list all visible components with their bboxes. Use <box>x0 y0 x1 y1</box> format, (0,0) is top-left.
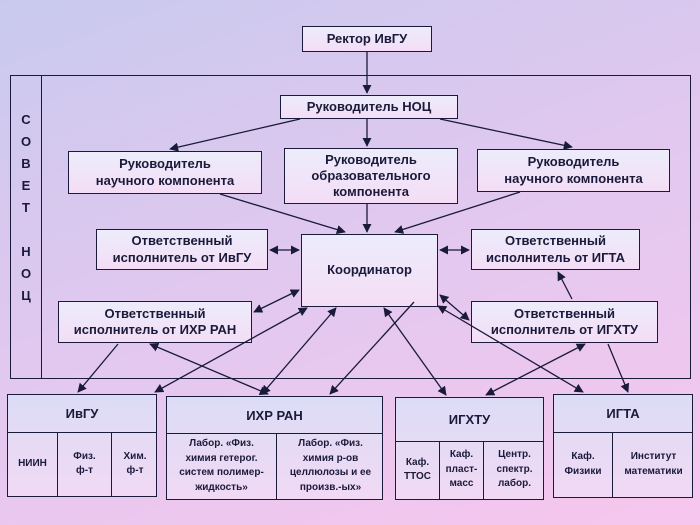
arrow <box>485 343 586 396</box>
arrow <box>437 305 584 393</box>
org-ivgu: ИвГУ НИИН Физ. ф-т Хим. ф-т <box>7 394 157 497</box>
org-igxtu-cell: Центр. спектр. лабор. <box>496 449 533 490</box>
resp-igta-label: Ответственный исполнитель от ИГТА <box>485 233 626 265</box>
arrow <box>607 343 630 393</box>
arrow <box>439 118 573 150</box>
resp-ivgu-box: Ответственный исполнитель от ИвГУ <box>96 229 268 270</box>
org-ivgu-title: ИвГУ <box>8 395 156 433</box>
org-igxtu: ИГХТУ Каф. ТТОС Каф. пласт- масс Центр. … <box>395 397 544 500</box>
arrow <box>253 289 300 313</box>
coordinator-label: Координатор <box>327 262 412 278</box>
org-ivgu-cell: Физ. ф-т <box>58 432 112 496</box>
org-ivgu-cell: НИИН <box>8 432 58 496</box>
org-igxtu-cell: Каф. ТТОС <box>396 441 440 499</box>
resp-igta-box: Ответственный исполнитель от ИГТА <box>471 229 640 270</box>
sovet-letter: С <box>21 112 31 127</box>
org-ihr-cell: Лабор. «Физ. химия гетерог. систем полим… <box>167 433 277 499</box>
org-igta-cell: Каф. Физики <box>554 432 613 497</box>
head-noc-label: Руководитель НОЦ <box>306 98 432 114</box>
sovet-letter: Т <box>22 200 30 215</box>
arrow <box>383 307 447 396</box>
edu-box: Руководитель образовательного компонента <box>284 148 458 204</box>
org-ihr-cell: Лабор. «Физ. химия р-ов целлюлозы и ее п… <box>289 438 372 493</box>
rector-label: Ректор ИвГУ <box>326 30 408 46</box>
org-igxtu-title: ИГХТУ <box>396 398 543 442</box>
arrow <box>329 301 415 395</box>
sovet-letter: В <box>21 156 31 171</box>
arrow <box>557 271 573 300</box>
arrow <box>219 193 346 234</box>
org-igta: ИГТА Каф. Физики Институт математики <box>553 394 693 498</box>
sovet-letter: О <box>20 134 32 149</box>
org-ihr-title: ИХР РАН <box>167 397 382 434</box>
arrow <box>77 343 119 393</box>
org-igxtu-cell: Каф. пласт- масс <box>440 441 484 499</box>
sci-right-label: Руководитель научного компонента <box>504 154 643 186</box>
org-ivgu-cell: Хим. ф-т <box>123 450 147 477</box>
sci-right-box: Руководитель научного компонента <box>477 149 670 192</box>
sci-left-box: Руководитель научного компонента <box>68 151 262 194</box>
arrow <box>154 307 308 393</box>
arrow <box>149 343 269 395</box>
org-igta-cell: Институт математики <box>624 451 683 477</box>
rector-box: Ректор ИвГУ <box>302 26 432 52</box>
sovet-letter: О <box>20 266 32 281</box>
head-noc-box: Руководитель НОЦ <box>280 95 458 119</box>
org-ihr: ИХР РАН Лабор. «Физ. химия гетерог. сист… <box>166 396 383 500</box>
sci-left-label: Руководитель научного компонента <box>95 156 235 188</box>
sovet-letter: Е <box>21 178 31 193</box>
arrow <box>394 191 521 234</box>
sovet-column <box>10 75 42 379</box>
arrow <box>261 307 337 395</box>
arrow <box>169 118 301 152</box>
sovet-letter: Н <box>21 244 31 259</box>
edu-label: Руководитель образовательного компонента <box>311 151 431 200</box>
coordinator-box: Координатор <box>301 234 438 307</box>
resp-ivgu-label: Ответственный исполнитель от ИвГУ <box>112 233 252 265</box>
sovet-letter: Ц <box>21 288 31 303</box>
org-igta-title: ИГТА <box>554 395 692 433</box>
